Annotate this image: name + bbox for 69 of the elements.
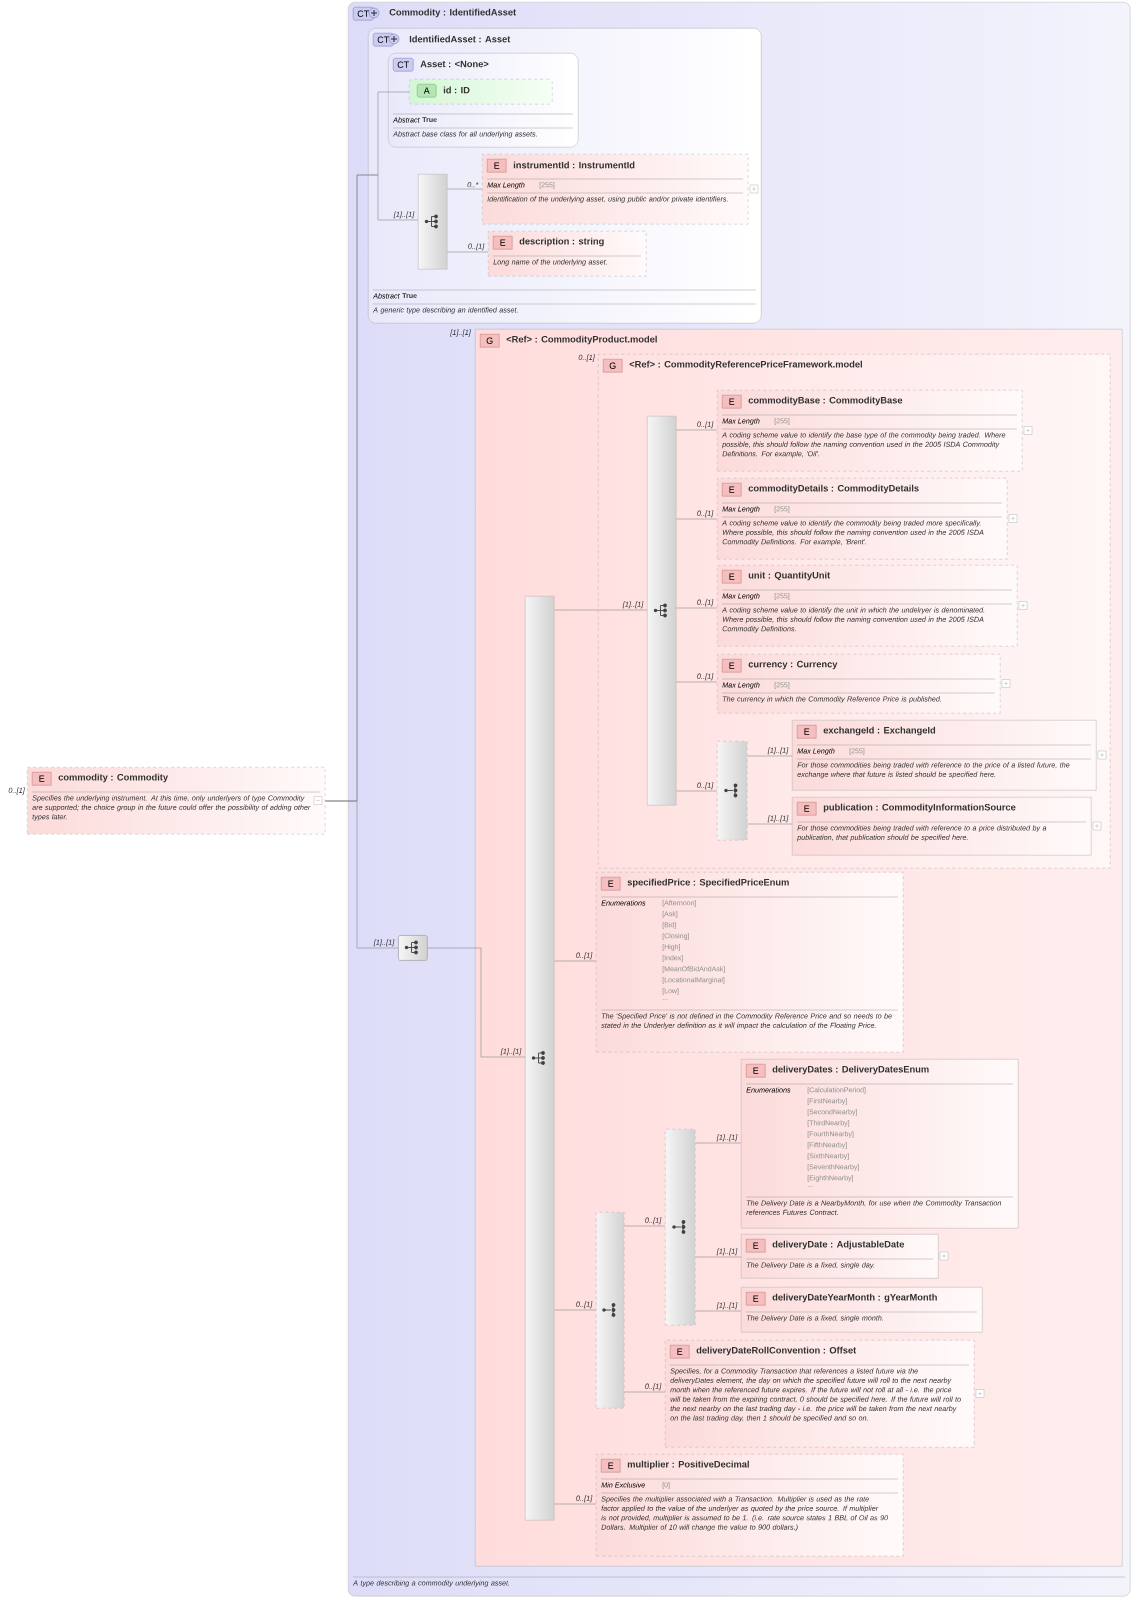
element-title: instrumentId : InstrumentId	[513, 161, 635, 169]
element-title: exchangeId : ExchangeId	[823, 726, 936, 736]
compositor-bar	[418, 174, 448, 270]
badge: CT	[353, 7, 380, 21]
badge: A	[417, 84, 437, 98]
connector-line	[447, 251, 489, 253]
element-title: commodityDetails : CommodityDetails	[748, 484, 919, 494]
connector-line	[676, 790, 718, 792]
badge: E	[601, 877, 621, 891]
element-title: specifiedPrice : SpecifiedPriceEnum	[627, 878, 789, 888]
element-title: currency : Currency	[748, 660, 838, 670]
compositor-bar	[596, 1212, 625, 1409]
connector-line	[554, 1503, 597, 1505]
badge: E	[601, 1459, 621, 1473]
connector-line	[624, 1391, 666, 1393]
element-title: deliveryDateRollConvention : Offset	[696, 1346, 857, 1356]
compositor-bar	[647, 416, 677, 806]
connector-line	[554, 960, 597, 962]
badge: G	[603, 359, 623, 373]
connector-line	[676, 429, 718, 431]
element-title: deliveryDate : AdjustableDate	[772, 1240, 905, 1250]
element-title: multiplier : PositiveDecimal	[627, 1460, 749, 1470]
connector-line	[676, 681, 718, 683]
badge: G	[480, 334, 500, 348]
element-title: id : ID	[443, 86, 470, 94]
badge: E	[32, 772, 52, 786]
element-title: publication : CommodityInformationSource	[823, 803, 1016, 813]
connector-line	[747, 823, 793, 825]
badge: E	[746, 1239, 766, 1253]
element-title: <Ref> : CommodityReferencePriceFramework.model	[629, 360, 862, 370]
element-title: Asset : <None>	[420, 60, 489, 68]
badge: CT	[393, 58, 414, 72]
element-title: commodityBase : CommodityBase	[748, 396, 903, 406]
element-title: deliveryDates : DeliveryDatesEnum	[772, 1065, 929, 1075]
element-title: unit : QuantityUnit	[748, 571, 831, 581]
compositor-bar	[525, 596, 555, 1521]
compositor-bar	[665, 1129, 696, 1326]
connector-line	[325, 800, 399, 949]
connector-line	[447, 188, 483, 190]
connector-line	[695, 1310, 742, 1312]
badge: E	[797, 802, 817, 816]
badge: E	[493, 236, 513, 250]
element-title: IdentifiedAsset : Asset	[409, 35, 511, 43]
badge: CT	[373, 33, 400, 47]
badge: E	[722, 483, 742, 497]
element-title: description : string	[519, 237, 604, 247]
connector-line	[554, 609, 648, 611]
element-title: <Ref> : CommodityProduct.model	[506, 335, 657, 345]
badge: E	[797, 725, 817, 739]
badge: E	[746, 1064, 766, 1078]
element-title: Commodity : IdentifiedAsset	[389, 8, 516, 18]
badge: E	[487, 159, 507, 173]
badge: E	[746, 1292, 766, 1306]
connector-line	[695, 1256, 742, 1258]
compositor-bar	[717, 741, 748, 841]
connector-line	[676, 607, 718, 609]
connector-line	[747, 755, 793, 757]
connector-line	[695, 1142, 742, 1144]
badge: E	[722, 395, 742, 409]
connector-line	[624, 1225, 666, 1227]
element-title: commodity : Commodity	[58, 773, 169, 783]
connector-line	[676, 518, 718, 520]
connector-line	[554, 1309, 597, 1311]
connector-line	[427, 947, 526, 1058]
badge: E	[722, 659, 742, 673]
badge: E	[670, 1345, 690, 1359]
badge: E	[722, 570, 742, 584]
compositor-box	[398, 935, 428, 961]
element-title: deliveryDateYearMonth : gYearMonth	[772, 1293, 937, 1303]
